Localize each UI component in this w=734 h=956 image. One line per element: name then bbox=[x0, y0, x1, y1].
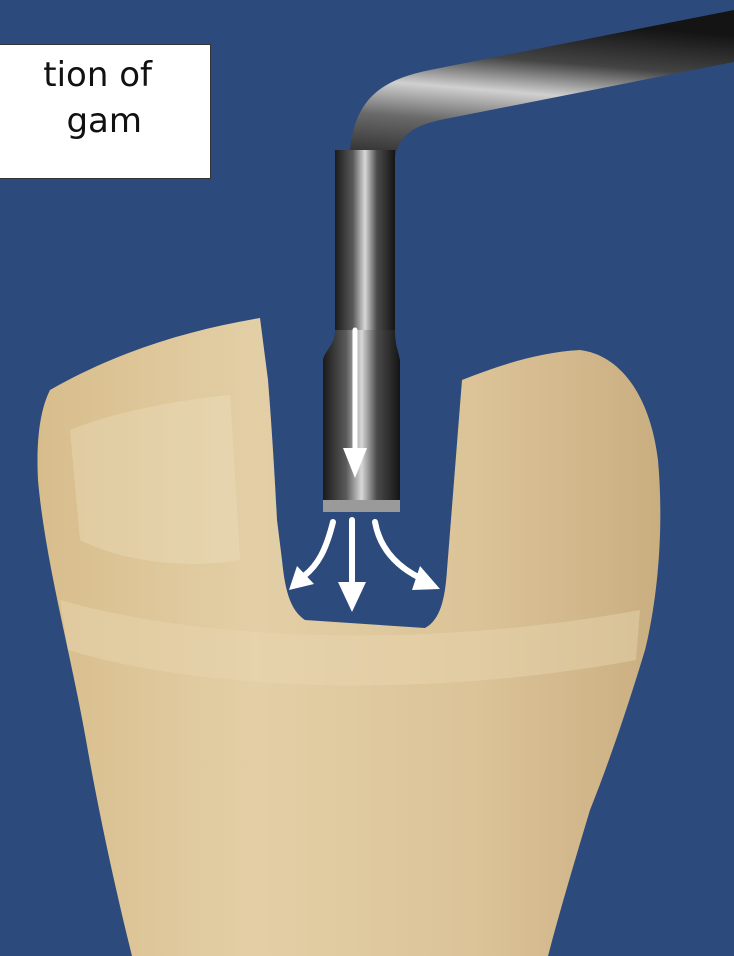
instrument-handle bbox=[350, 10, 734, 170]
arrow-left-curve bbox=[304, 522, 333, 576]
caption-line-2: gam bbox=[66, 101, 142, 141]
arrow-right-curve bbox=[375, 522, 420, 578]
instrument-shank bbox=[335, 150, 395, 340]
caption-box: tion of gam bbox=[0, 44, 211, 179]
arrow-right-head bbox=[412, 566, 440, 590]
arrow-center-head bbox=[338, 582, 366, 612]
instrument-taper bbox=[323, 330, 400, 395]
caption-line-1: tion of bbox=[43, 55, 152, 95]
instrument-nib-tip bbox=[323, 500, 400, 512]
